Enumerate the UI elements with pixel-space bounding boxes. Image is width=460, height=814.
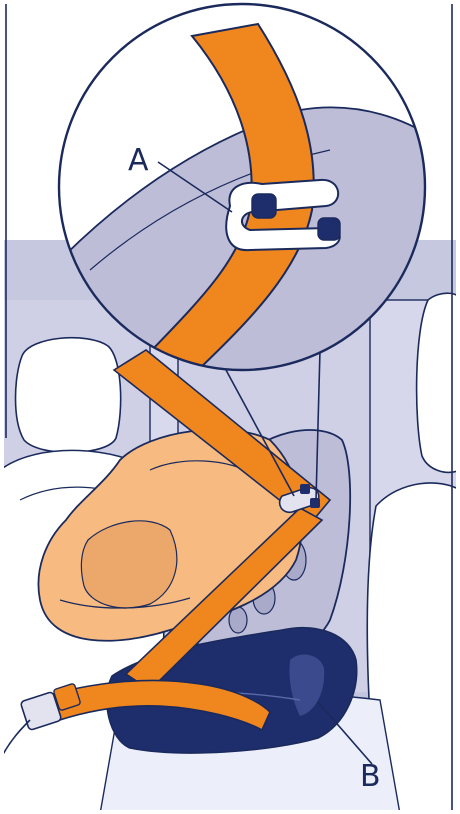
- callout-label-b: B: [360, 762, 381, 792]
- left-headrest: [16, 338, 121, 453]
- callout-label-a: A: [128, 146, 149, 176]
- belt-guide-cap-1: [300, 484, 310, 494]
- zoom-guide-cap-2: [318, 218, 340, 240]
- belt-guide-cap-2: [310, 498, 320, 508]
- padding-side-wing: [81, 521, 176, 608]
- zoom-guide-cap-1: [252, 194, 276, 218]
- right-headrest: [417, 293, 460, 472]
